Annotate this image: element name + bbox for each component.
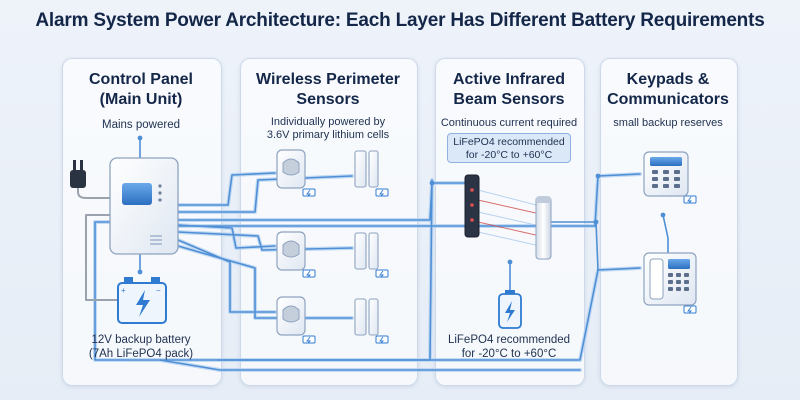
plug-icon (70, 160, 86, 188)
wireless-heading-line1: Wireless Perimeter (256, 71, 400, 88)
lifepo4-badge: LiFePO4 recommended for -20°C to +60°C (447, 133, 571, 163)
control-panel-subtitle: Mains powered (102, 119, 180, 131)
infrared-heading-line1: Active Infrared (452, 71, 566, 88)
diagram-title: Alarm System Power Architecture: Each La… (35, 10, 765, 31)
pir-motion-sensor-icon (276, 149, 306, 189)
lifepo4-badge-line2: for -20°C to +60°C (465, 149, 553, 161)
keypads-heading-line2: Communicators (607, 91, 729, 108)
keypads-section (600, 58, 738, 386)
wireless-subtitle-line2: 3.6V primary lithium cells (266, 129, 390, 141)
svg-text:−: − (156, 286, 161, 295)
svg-text:+: + (121, 286, 126, 295)
keypads-heading-line1: Keypads & (626, 71, 710, 88)
ir-beam-transmitter-icon (464, 174, 480, 238)
small-battery-icon (375, 269, 389, 278)
small-battery-icon (302, 188, 316, 197)
backup-battery-label-line1: 12V backup battery (91, 334, 191, 346)
lifepo4-note-line2: for -20°C to +60°C (461, 348, 557, 360)
ir-beam-receiver-icon (535, 196, 552, 260)
keypads-subtitle: small backup reserves (613, 117, 723, 129)
small-battery-icon (302, 335, 316, 344)
lifepo4-note-line1: LiFePO4 recommended (447, 334, 571, 346)
pir-motion-sensor-icon (276, 296, 306, 336)
infrared-subtitle: Continuous current required (440, 117, 578, 129)
control-panel-heading-line1: Control Panel (88, 71, 193, 88)
backup-battery-label-line2: (7Ah LiFePO4 pack) (88, 348, 194, 360)
small-battery-icon (375, 188, 389, 197)
small-battery-icon (375, 335, 389, 344)
keypad-icon (643, 151, 689, 197)
door-contact-sensor-icon (354, 298, 379, 336)
wireless-subtitle-line1: Individually powered by (270, 116, 386, 128)
wireless-heading-line2: Sensors (296, 91, 360, 108)
ir-beams (477, 189, 541, 247)
control-panel-unit-icon (109, 157, 179, 255)
door-contact-sensor-icon (354, 150, 379, 188)
small-battery-icon (302, 269, 316, 278)
small-battery-icon (683, 195, 697, 204)
infrared-heading-line2: Beam Sensors (453, 91, 565, 108)
control-panel-heading-line2: (Main Unit) (99, 91, 183, 108)
pir-motion-sensor-icon (276, 231, 306, 271)
connection-dots (137, 135, 666, 275)
lifepo4-battery-icon (498, 290, 522, 329)
small-battery-icon (683, 305, 697, 314)
wiring (77, 137, 669, 372)
door-contact-sensor-icon (354, 232, 379, 270)
communicator-icon (643, 252, 697, 306)
battery-icon: + − (117, 277, 167, 324)
lifepo4-badge-line1: LiFePO4 recommended (453, 136, 565, 148)
